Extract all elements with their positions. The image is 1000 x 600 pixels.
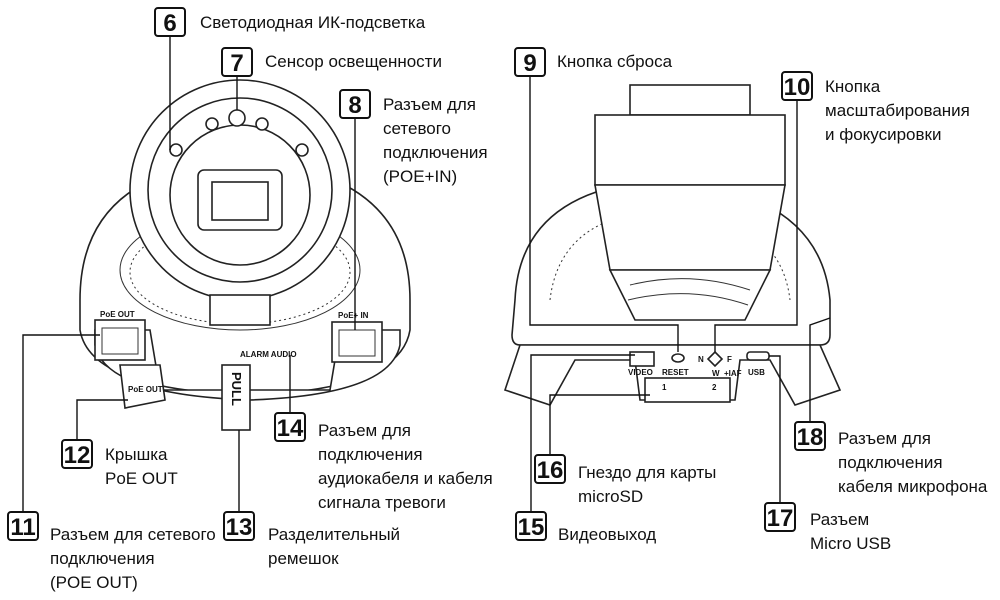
- callout-7: 7 Сенсор освещенности: [221, 47, 442, 77]
- callout-label-line: microSD: [578, 487, 643, 506]
- alarm-audio-label: ALARM AUDIO: [240, 350, 297, 359]
- callout-label-line: подключения: [50, 549, 155, 568]
- poe-out-cap: [119, 364, 166, 409]
- callout-number: 9: [523, 50, 536, 77]
- callout-number: 18: [797, 424, 824, 451]
- pull-strap: [221, 364, 251, 431]
- callout-label-line: Видеовыход: [558, 525, 656, 544]
- callout-label-line: (POE+IN): [383, 167, 457, 186]
- callout-label-line: Разъем для: [318, 421, 411, 440]
- callout-10: 10 Кнопка масштабирования и фокусировки: [781, 71, 970, 144]
- poe-out-cap-label: PoE OUT: [128, 385, 163, 394]
- callout-label-line: PoE OUT: [105, 469, 178, 488]
- callout-number-box: [339, 89, 371, 119]
- video-port-label: VIDEO: [628, 368, 653, 377]
- sd-slot-2-label: 2: [712, 383, 717, 392]
- callout-label-line: Сенсор освещенности: [265, 52, 442, 71]
- callout-number-box: [61, 439, 93, 469]
- zoom-w-label: W: [712, 369, 720, 378]
- callout-label-line: Разъем для: [838, 429, 931, 448]
- reset-button-label: RESET: [662, 368, 689, 377]
- callout-number-box: [223, 511, 255, 541]
- callout-number-box: [7, 511, 39, 541]
- callout-number-box: [154, 7, 186, 37]
- callout-label-line: Micro USB: [810, 534, 891, 553]
- callout-number-box: [534, 454, 566, 484]
- callout-number: 8: [348, 92, 361, 119]
- usb-port-label: USB: [748, 368, 765, 377]
- iaf-label: +IAF: [724, 369, 742, 378]
- callout-number: 12: [64, 442, 91, 469]
- callouts: 6 Светодиодная ИК-подсветка 7 Сенсор освеще…: [7, 7, 988, 592]
- callout-13: 13 Разделительный ремешок: [223, 511, 400, 568]
- callout-6: 6 Светодиодная ИК-подсветка: [154, 7, 426, 37]
- callout-number: 17: [767, 505, 794, 532]
- zoom-n-label: N: [698, 355, 704, 364]
- callout-11: 11 Разъем для сетевого подключения (POE OUT…: [7, 511, 216, 592]
- callout-number-box: [794, 421, 826, 451]
- callout-number: 7: [230, 50, 243, 77]
- poe-out-port-label: PoE OUT: [100, 310, 135, 319]
- callout-label-line: подключения: [383, 143, 488, 162]
- callout-label-line: Разъем для: [383, 95, 476, 114]
- callout-9: 9 Кнопка сброса: [514, 47, 673, 77]
- poe-in-port-label: PoE+ IN: [338, 311, 369, 320]
- pull-label: PULL: [229, 372, 244, 406]
- callout-label-line: ремешок: [268, 549, 339, 568]
- callout-label-line: Светодиодная ИК-подсветка: [200, 13, 426, 32]
- callout-label-line: подключения: [318, 445, 423, 464]
- callout-15: 15 Видеовыход: [515, 511, 656, 544]
- zoom-f-label: F: [727, 355, 732, 364]
- callout-14: 14 Разъем для подключения аудиокабеля и каб…: [274, 412, 493, 512]
- callout-label-line: Крышка: [105, 445, 168, 464]
- callout-number: 16: [537, 457, 564, 484]
- callout-number-box: [781, 71, 813, 101]
- callout-label-line: Кнопка: [825, 77, 881, 96]
- callout-number: 14: [277, 415, 304, 442]
- sd-slot-1-label: 1: [662, 383, 667, 392]
- callout-label-line: аудиокабеля и кабеля: [318, 469, 493, 488]
- callout-label-line: Разъем для сетевого: [50, 525, 216, 544]
- callout-number-box: [764, 502, 796, 532]
- callout-label-line: Гнездо для карты: [578, 463, 716, 482]
- callout-label-line: и фокусировки: [825, 125, 941, 144]
- callout-18: 18 Разъем для подключения кабеля микрофона: [794, 421, 988, 496]
- callout-label-line: сигнала тревоги: [318, 493, 446, 512]
- callout-number-box: [274, 412, 306, 442]
- callout-number-box: [515, 511, 547, 541]
- callout-number-box: [221, 47, 253, 77]
- callout-label-line: подключения: [838, 453, 943, 472]
- callout-number: 10: [784, 74, 811, 101]
- callout-number: 6: [163, 10, 176, 37]
- callout-8: 8 Разъем для сетевого подключения (POE+IN): [339, 89, 488, 186]
- callout-label-line: масштабирования: [825, 101, 970, 120]
- right-camera-drawing: VIDEO RESET N F W +IAF USB 1 2: [503, 84, 842, 406]
- callout-label-line: Разделительный: [268, 525, 400, 544]
- callout-16: 16 Гнездо для карты microSD: [534, 454, 716, 506]
- callout-label-line: кабеля микрофона: [838, 477, 988, 496]
- callout-number-box: [514, 47, 546, 77]
- left-camera-drawing: PoE OUT PoE+ IN PoE OUT ALARM AUDIO PULL: [79, 79, 411, 431]
- callout-label-line: Кнопка сброса: [557, 52, 673, 71]
- callout-number: 15: [518, 514, 545, 541]
- callout-label-line: сетевого: [383, 119, 451, 138]
- callout-number: 13: [226, 514, 253, 541]
- callout-label-line: Разъем: [810, 510, 869, 529]
- leader-lines: [22, 36, 831, 512]
- callout-number: 11: [10, 514, 35, 541]
- callout-label-line: (POE OUT): [50, 573, 138, 592]
